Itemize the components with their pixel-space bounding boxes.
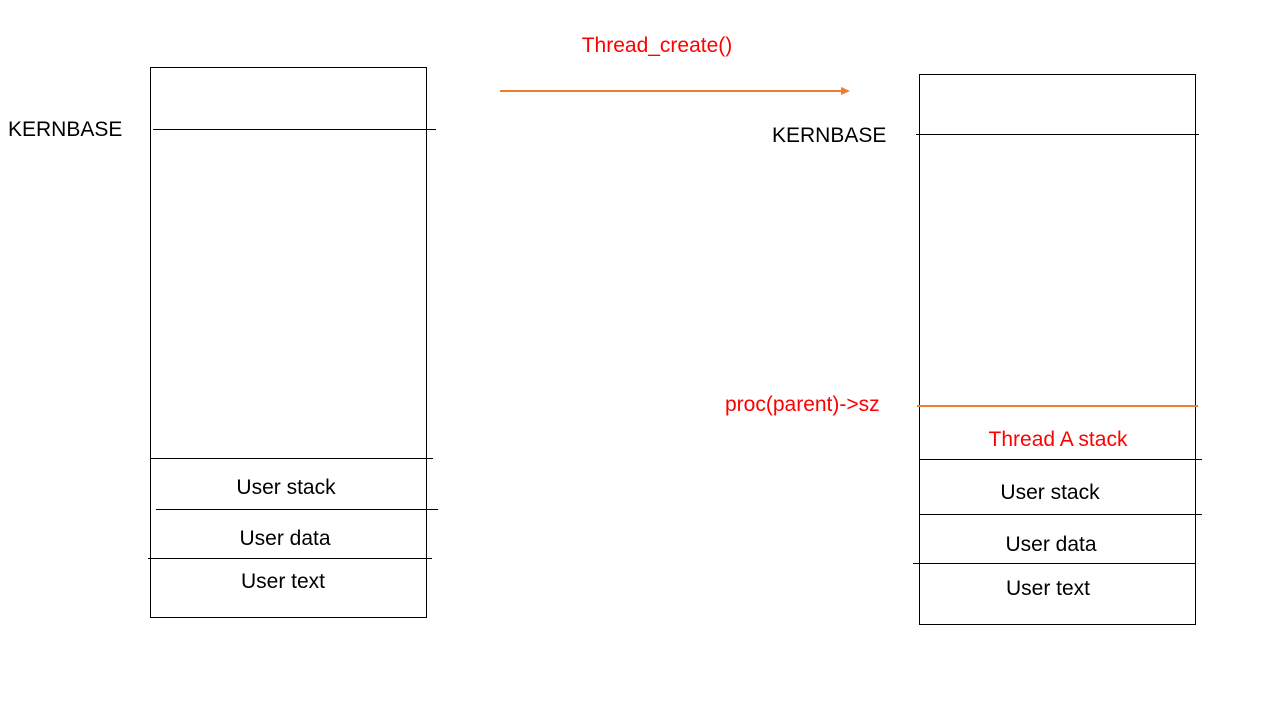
right-user-text-label: User text	[1005, 577, 1091, 600]
proc-sz-line	[917, 405, 1198, 407]
right-kernbase-label: KERNBASE	[772, 124, 887, 147]
left-kernbase-label: KERNBASE	[8, 118, 123, 141]
right-thread-stack-line	[919, 459, 1202, 460]
right-kernbase-line	[916, 134, 1199, 135]
proc-sz-label: proc(parent)->sz	[725, 393, 880, 416]
left-data-text-line	[148, 558, 432, 559]
right-memory-box	[919, 74, 1196, 625]
thread-a-stack-label: Thread A stack	[988, 428, 1128, 451]
left-memory-box	[150, 67, 427, 618]
right-user-stack-label: User stack	[1000, 481, 1100, 504]
thread-create-label: Thread_create()	[581, 34, 733, 57]
left-user-stack-label: User stack	[236, 476, 336, 499]
left-user-text-label: User text	[240, 570, 326, 593]
left-stack-top-line	[150, 458, 433, 459]
left-user-data-label: User data	[239, 527, 331, 550]
left-kernbase-line	[153, 129, 436, 130]
left-stack-data-line	[156, 509, 438, 510]
right-data-text-line	[913, 563, 1196, 564]
right-user-data-label: User data	[1005, 533, 1097, 556]
thread-create-arrow-line	[500, 90, 842, 92]
right-stack-data-line	[919, 514, 1202, 515]
arrowhead-icon	[841, 87, 850, 95]
